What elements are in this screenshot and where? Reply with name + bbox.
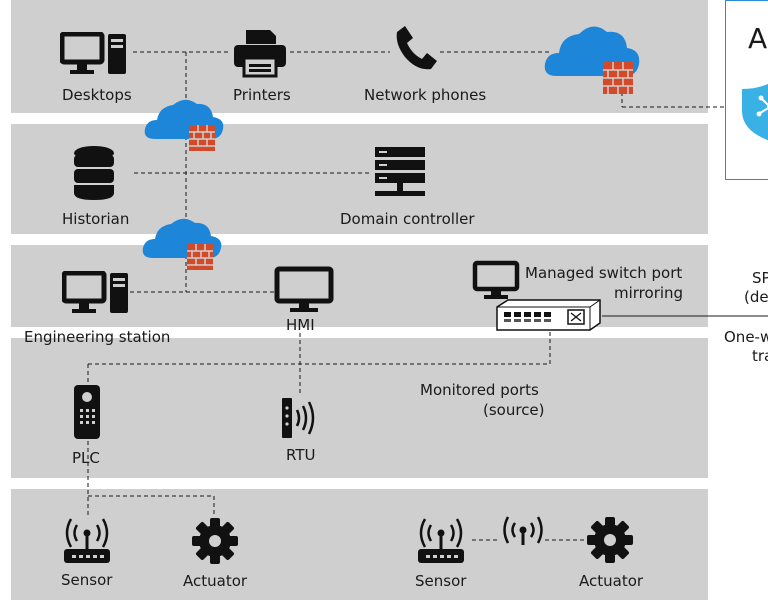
monitor-icon <box>472 260 520 299</box>
monitor-icon <box>274 266 334 312</box>
plc-label: PLC <box>72 449 100 467</box>
monitored-ports-label-line1: Monitored ports <box>420 381 539 399</box>
server-icon <box>375 147 425 196</box>
rtu-label: RTU <box>286 446 316 464</box>
actuator-right-label: Actuator <box>579 572 644 590</box>
engineering-station-label: Engineering station <box>24 328 171 346</box>
one-way-label-line1: One-w <box>724 328 768 346</box>
one-way-label-line2: tra <box>752 347 768 365</box>
network-switch-icon <box>496 299 601 331</box>
historian-label: Historian <box>62 210 130 228</box>
zone-band-control <box>11 338 708 478</box>
managed-switch-label-line1: Managed switch port <box>525 264 683 282</box>
desktop-computer-icon <box>60 32 126 74</box>
database-icon <box>74 146 114 200</box>
hmi-label: HMI <box>286 316 315 334</box>
sensor-icon <box>64 518 110 563</box>
managed-switch-label-line2: mirroring <box>614 284 684 302</box>
network-phones-label: Network phones <box>364 86 487 104</box>
sensor-left-label: Sensor <box>61 571 113 589</box>
phone-icon <box>396 26 437 70</box>
engineering-station-computer-icon <box>62 271 128 313</box>
span-label-line2: (de <box>744 288 768 306</box>
cloud-firewall-icon <box>544 26 640 94</box>
plc-icon <box>74 385 100 439</box>
shield-icon <box>742 83 768 141</box>
domain-controller-label: Domain controller <box>340 210 475 228</box>
sensor-right-label: Sensor <box>415 572 467 590</box>
zone-band-operations <box>11 124 708 234</box>
azure-panel-title: A <box>748 22 768 55</box>
desktops-label: Desktops <box>62 86 132 104</box>
wireless-signal-icon <box>503 516 543 545</box>
cloud-firewall-icon <box>144 99 224 151</box>
sensor-icon <box>418 518 464 563</box>
gear-icon <box>587 517 633 563</box>
rtu-icon <box>282 398 315 438</box>
actuator-left-label: Actuator <box>183 572 248 590</box>
cloud-firewall-icon <box>142 218 222 270</box>
printers-label: Printers <box>233 86 291 104</box>
azure-panel: A <box>725 0 768 180</box>
gear-icon <box>192 518 238 564</box>
monitored-ports-label-line2: (source) <box>483 401 545 419</box>
span-label-line1: SP <box>752 269 768 287</box>
printer-icon <box>234 30 286 78</box>
